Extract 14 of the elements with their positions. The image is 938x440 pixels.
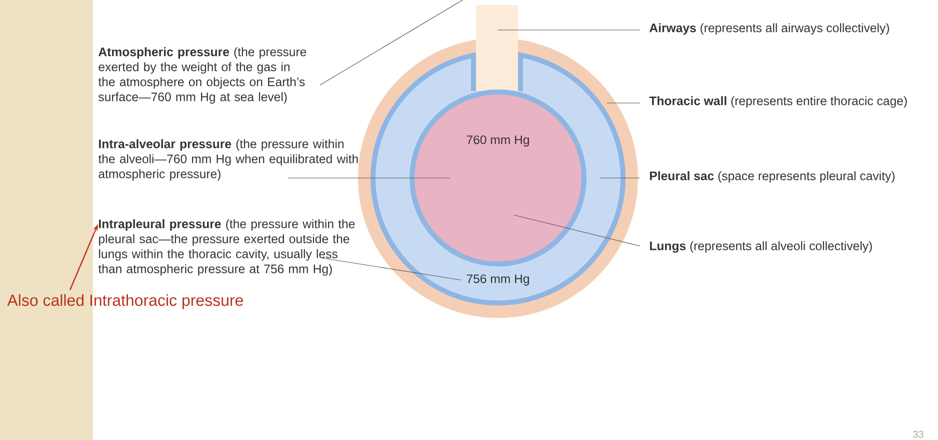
callout-text: Pleural sac (space represents pleural cavity) [650,171,895,183]
leader-line [606,102,640,104]
leader-line [322,258,462,280]
callout-text: Airways (represents all airways collectively) [650,23,889,35]
page-number: 33 [913,430,924,438]
callout-text: Thoracic wall (represents entire thoracic cage) [649,96,907,108]
callout-text: Lungs (represents all alveoli collectively) [650,241,872,253]
callout-text: Also called Intrathoracic pressure [7,294,243,310]
pressure-value: 756 mm Hg [466,274,529,286]
airway-tube [471,5,523,91]
callout-text: Intra-alveolar pressure (the pressure within the alveoli—760 mm Hg when equilibrated with atmospheric pressure) [98,139,358,181]
callout-text: Intrapleural pressure (the pressure within the pleural sac—the pressure exerted outside the lungs within the thoracic cavity, usually less than atmospheric pressure at 756 mm Hg) [98,219,355,276]
callout-text: Atmospheric pressure (the pressure exerted by the weight of the gas in the atmosphere on objects on Earth’s surface—760 mm Hg at sea level) [98,47,306,104]
leader-line [514,214,640,246]
